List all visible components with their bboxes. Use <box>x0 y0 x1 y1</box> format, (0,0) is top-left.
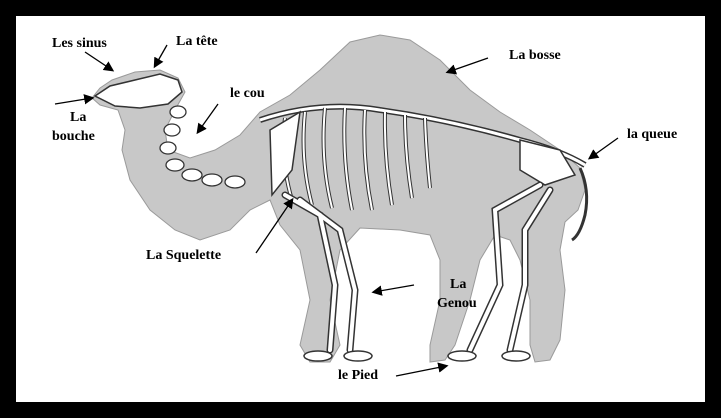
label-bouche-line2: bouche <box>52 129 95 144</box>
arrow-tete <box>155 45 167 66</box>
skull-bone <box>95 74 182 108</box>
label-queue: la queue <box>627 127 677 142</box>
arrow-sinus <box>85 52 112 70</box>
arrow-pied <box>396 366 446 376</box>
label-sinus: Les sinus <box>52 36 107 51</box>
arrow-bosse <box>448 58 488 72</box>
arrow-bouche <box>55 98 92 104</box>
label-cou: le cou <box>230 86 265 101</box>
label-bouche-line1: La <box>70 110 86 125</box>
label-tete: La tête <box>176 34 218 49</box>
label-pied: le Pied <box>338 368 378 383</box>
arrow-genou <box>374 285 414 292</box>
feet-bones <box>304 351 530 361</box>
arrow-queue <box>590 138 618 158</box>
label-genou-line2: Genou <box>437 296 477 311</box>
label-bosse: La bosse <box>509 48 561 63</box>
arrow-cou <box>198 104 218 132</box>
label-squelette: La Squelette <box>146 248 221 263</box>
label-genou-line1: La <box>450 277 466 292</box>
